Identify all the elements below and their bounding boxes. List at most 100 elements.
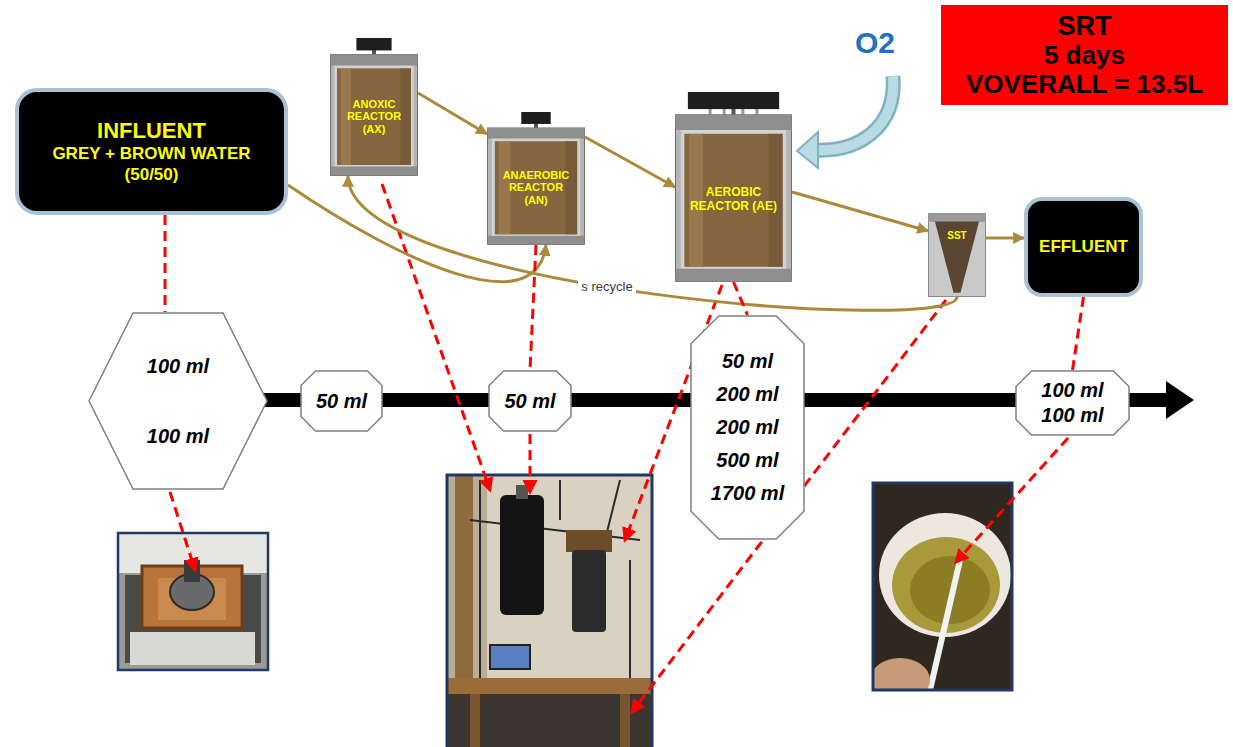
reactor-rig-photo xyxy=(516,485,528,499)
sampling-leader xyxy=(170,492,195,570)
photo-frame xyxy=(873,483,1012,690)
reactor-rig-photo xyxy=(490,645,530,669)
reactor-label: ANAEROBIC REACTOR (AN) xyxy=(497,169,575,207)
flow-arrow xyxy=(986,237,1024,240)
sample-octagon: 50 ml200 ml200 ml500 ml1700 ml xyxy=(690,315,805,540)
terminal-label: EFFLUENT xyxy=(1034,237,1133,257)
settling-tank: SST xyxy=(928,213,986,297)
parameter-text: SRT xyxy=(949,12,1220,42)
sample-octagon: 50 ml xyxy=(488,370,572,432)
timeline-arrow xyxy=(1166,381,1194,419)
reactor-lid xyxy=(488,128,585,139)
reactor-housing xyxy=(488,128,585,245)
parameter-box: SRT5 daysVOVERALL = 13.5L xyxy=(941,5,1228,105)
volume-label: 100 ml xyxy=(118,354,238,378)
oxygen-supply-arrow xyxy=(816,76,893,150)
volume-label: 50 ml xyxy=(492,389,568,413)
sampling-link xyxy=(164,215,167,312)
label-area: ANOXIC REACTOR (AX) xyxy=(339,71,409,162)
reactor-wall xyxy=(681,130,786,269)
stirrer-motor xyxy=(688,92,779,109)
reactor-rig-photo xyxy=(470,480,640,700)
effluent-photo xyxy=(930,560,960,690)
reactor-wall xyxy=(334,66,413,167)
reactor-rig-photo xyxy=(620,694,630,747)
sampling-leader xyxy=(632,300,946,712)
reactor-rig-photo xyxy=(447,475,652,747)
hexagon-outline xyxy=(89,313,267,489)
oxygen-supply-arrow xyxy=(816,76,893,150)
reactor-rig-photo xyxy=(500,495,544,615)
parameter-text: VOVERALL = 13.5L xyxy=(949,70,1220,99)
terminal-box: INFLUENTGREY + BROWN WATER (50/50) xyxy=(15,88,288,215)
volume-label: 1700 ml xyxy=(698,477,797,510)
stirrer-motor xyxy=(521,112,550,124)
reactor-base xyxy=(488,236,585,245)
reactor-vessel: AEROBIC REACTOR (AE) xyxy=(675,92,792,282)
reactor-base xyxy=(676,269,792,282)
tank-label: SST xyxy=(937,230,978,242)
clarifier-frame xyxy=(929,214,986,297)
reactor-rig-photo xyxy=(447,694,652,747)
volume-label: 100 ml xyxy=(1023,403,1122,428)
mixed-liquor xyxy=(495,141,577,234)
reactor-rig-photo xyxy=(447,678,652,694)
reactor-housing xyxy=(676,115,792,282)
reactor-base xyxy=(331,166,418,175)
volume-label: 50 ml xyxy=(304,389,379,413)
clarifier-cone xyxy=(935,221,979,292)
liquor-shade xyxy=(400,68,411,165)
octagon-outline xyxy=(1016,371,1129,435)
sampling-link xyxy=(734,282,748,315)
reactor-rig-photo xyxy=(447,475,652,747)
flow-arrow xyxy=(418,93,487,134)
photo-frame xyxy=(118,533,268,670)
mixed-liquor xyxy=(337,68,411,165)
effluent-photo xyxy=(873,658,930,690)
label-area: AEROBIC REACTOR (AE) xyxy=(687,138,781,263)
influent-photo xyxy=(118,533,268,670)
photo-frame xyxy=(447,475,652,747)
oxygen-supply-arrow xyxy=(797,132,818,168)
liquor-shade xyxy=(565,141,577,234)
reactor-vessel: ANAEROBIC REACTOR (AN) xyxy=(487,112,585,245)
octagon-outline xyxy=(301,371,382,431)
volume-label: 50 ml xyxy=(698,345,797,378)
clarifier-rim xyxy=(929,214,986,222)
stirrer-motor xyxy=(356,38,391,50)
mixed-liquor xyxy=(684,134,782,267)
terminal-label: INFLUENT xyxy=(33,118,270,144)
sampling-leader xyxy=(529,434,532,492)
volume-label: 100 ml xyxy=(1023,378,1122,403)
label-area: SST xyxy=(937,223,978,248)
flow-arrow xyxy=(348,176,957,310)
influent-photo xyxy=(118,533,268,670)
volume-label: 500 ml xyxy=(698,444,797,477)
liquor-highlight xyxy=(499,141,511,234)
reactor-housing xyxy=(331,55,418,176)
terminal-box: EFFLUENT xyxy=(1024,197,1143,297)
oxygen-label: O2 xyxy=(855,26,895,61)
reactor-wall xyxy=(492,139,580,236)
oxygen-supply-arrow xyxy=(797,76,893,168)
sampling-leader xyxy=(956,438,1068,562)
influent-photo xyxy=(130,632,255,665)
reactor-label: AEROBIC REACTOR (AE) xyxy=(687,186,781,214)
reactor-label: ANOXIC REACTOR (AX) xyxy=(339,98,409,136)
flow-arrow xyxy=(585,137,675,187)
reactor-lid xyxy=(676,115,792,130)
volume-label: 200 ml xyxy=(698,378,797,411)
reactor-lid xyxy=(331,55,418,66)
reactor-rig-photo xyxy=(470,694,480,747)
label-area: ANAEROBIC REACTOR (AN) xyxy=(497,144,575,232)
reactor-vessel: ANOXIC REACTOR (AX) xyxy=(330,38,418,176)
reactor-rig-photo xyxy=(572,550,606,632)
sampling-link xyxy=(1073,297,1084,370)
effluent-photo xyxy=(873,483,1012,690)
reactor-rig-photo xyxy=(455,475,473,685)
sampling-link xyxy=(530,245,536,370)
node-outline xyxy=(88,312,268,490)
volume-label: 100 ml xyxy=(118,424,238,448)
reactor-rig-photo xyxy=(566,530,612,552)
octagon-outline xyxy=(489,371,571,431)
